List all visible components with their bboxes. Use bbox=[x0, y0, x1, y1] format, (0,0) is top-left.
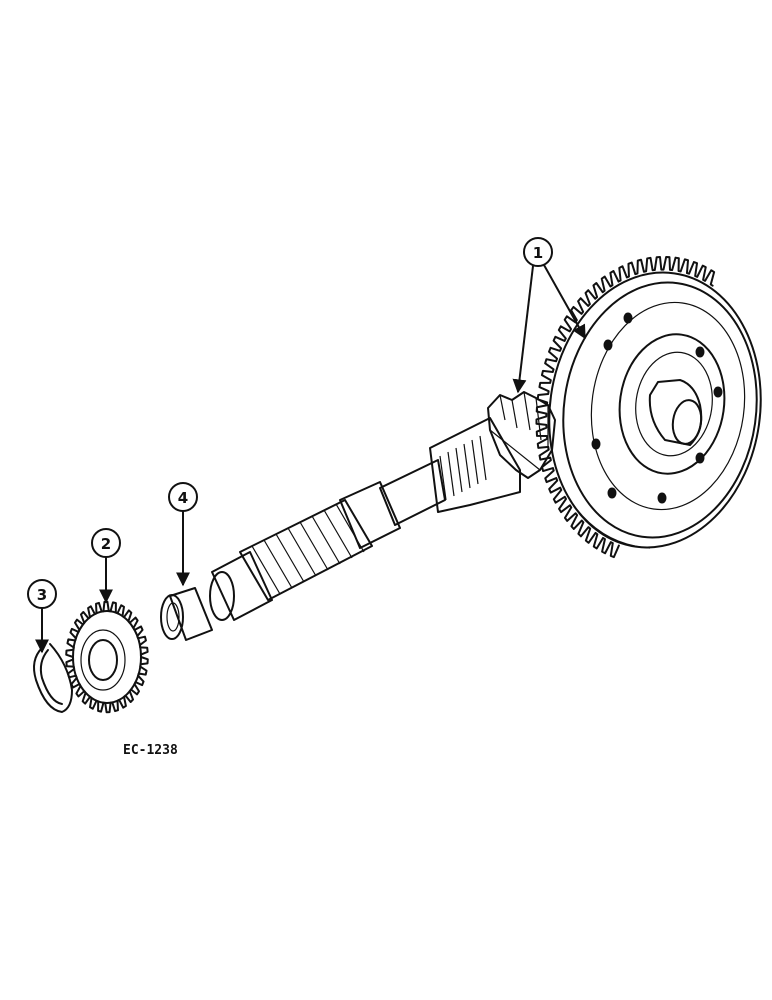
center-bore bbox=[671, 399, 703, 445]
ring-gear-inner-rim bbox=[562, 281, 758, 539]
callout-3-number: 3 bbox=[37, 586, 47, 604]
callout-4: 4 bbox=[168, 482, 198, 587]
shaft-end-face bbox=[209, 571, 235, 621]
figure-id: EC-1238 bbox=[123, 743, 178, 758]
bolt-holes bbox=[591, 312, 723, 504]
pinion-shaft bbox=[209, 417, 521, 621]
callout-1: 1 bbox=[512, 237, 586, 394]
gear-tooth-outline bbox=[535, 255, 716, 559]
callout-3: 3 bbox=[27, 579, 57, 654]
bearing-collar bbox=[160, 587, 213, 641]
callout-1-leader-ring-gear bbox=[543, 264, 586, 340]
callout-1-leader-pinion bbox=[512, 265, 534, 394]
callout-2-number: 2 bbox=[101, 535, 111, 553]
ring-gear-hub-face bbox=[590, 301, 746, 511]
ring-gear-rim bbox=[548, 271, 762, 549]
ring-gear-and-pinion-shaft bbox=[209, 255, 762, 621]
ring-gear-hub-step bbox=[635, 351, 713, 457]
ring-gear-teeth bbox=[535, 255, 716, 559]
spur-gear bbox=[65, 600, 149, 714]
callout-1-number: 1 bbox=[533, 244, 543, 262]
snap-ring bbox=[33, 643, 73, 713]
rim-shade bbox=[569, 499, 651, 549]
spur-gear-teeth bbox=[65, 600, 149, 714]
ring-gear-hub-recess bbox=[618, 333, 726, 475]
pinion-gear bbox=[487, 391, 556, 479]
callout-4-number: 4 bbox=[178, 489, 188, 507]
callout-2: 2 bbox=[91, 528, 121, 604]
gear-tooth-outline bbox=[65, 600, 149, 714]
